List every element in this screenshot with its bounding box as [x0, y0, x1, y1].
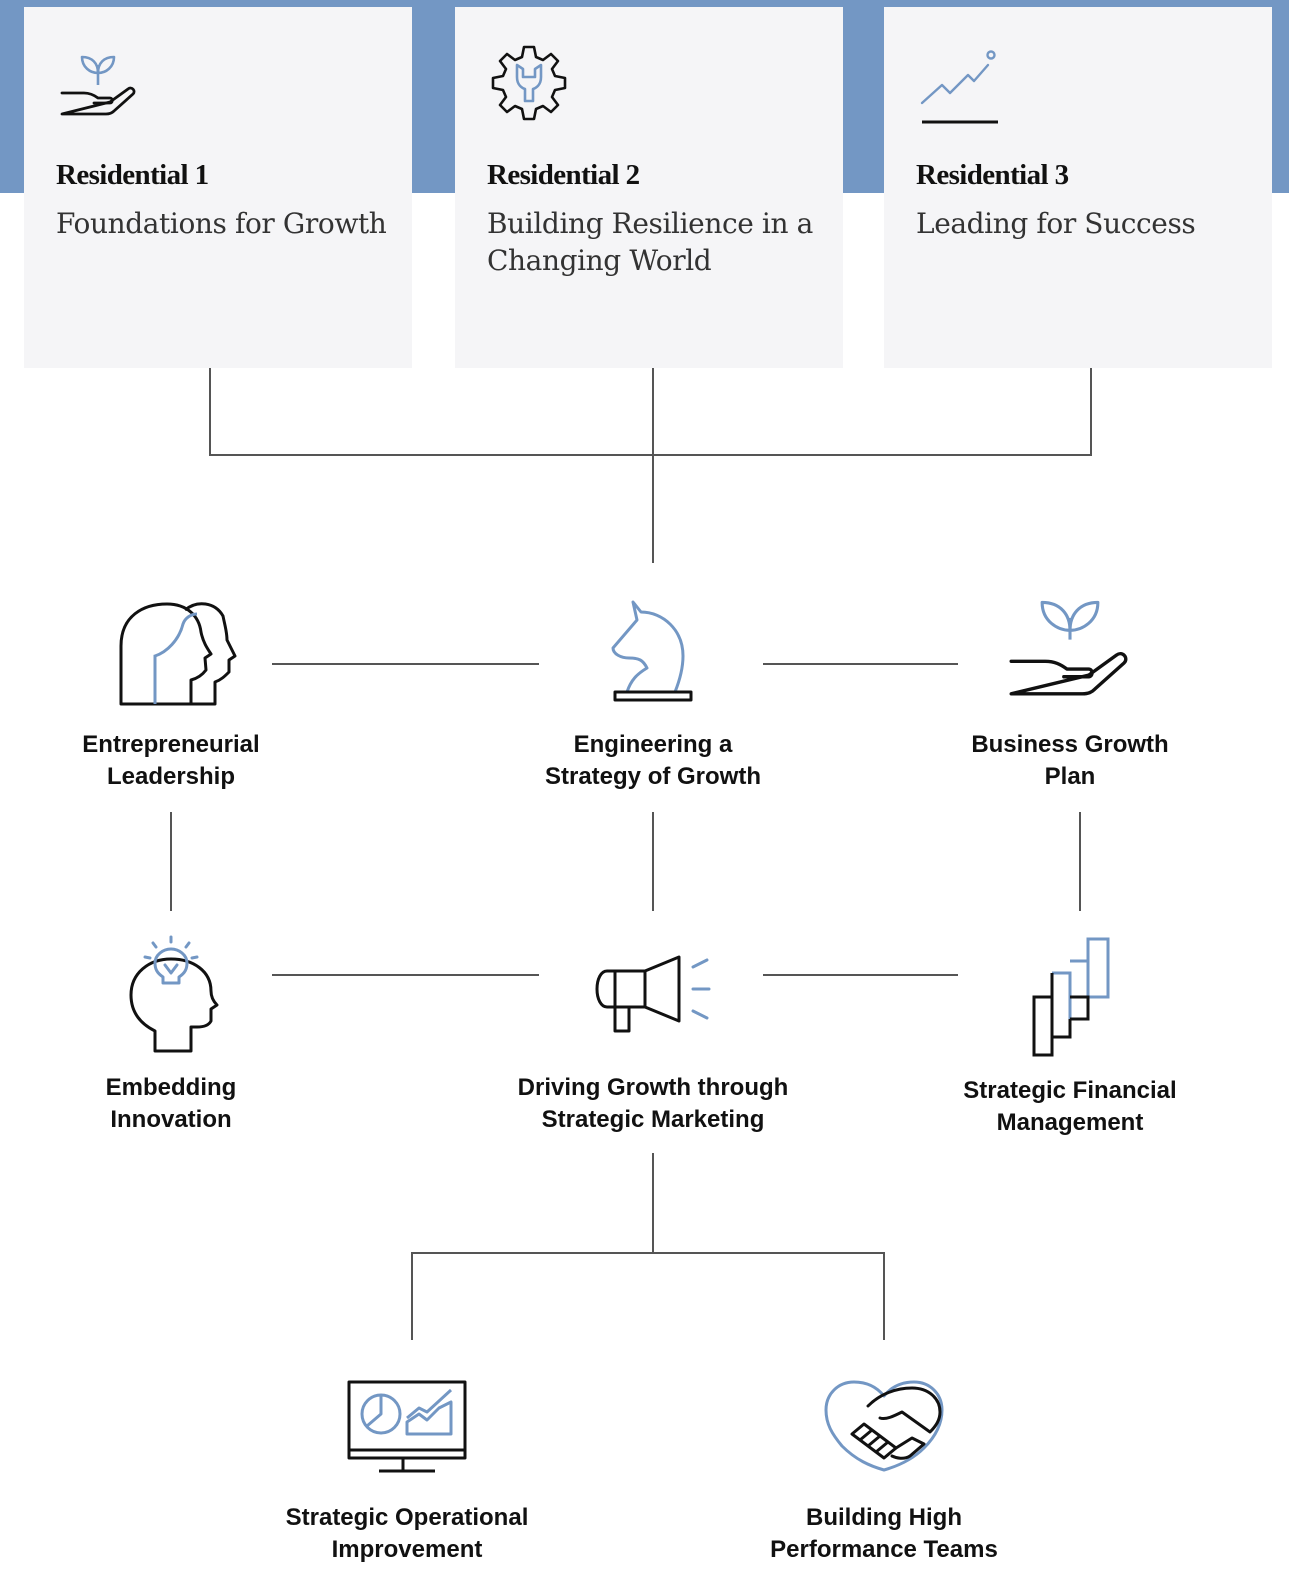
bottom-bracket	[411, 1252, 885, 1340]
residential-2-title: Residential 2	[487, 159, 640, 191]
module-high-performance-teams: Building High Performance Teams	[744, 1378, 1024, 1568]
hand-plant-icon	[1009, 600, 1128, 696]
module-embedding-innovation: Embedding Innovation	[51, 935, 291, 1135]
module-entrepreneurial-leadership: Entrepreneurial Leadership	[51, 596, 291, 796]
monitor-dashboard-icon	[347, 1380, 467, 1473]
chess-knight-icon	[611, 600, 693, 702]
residential-card-2: Residential 2 Building Resilience in a C…	[455, 7, 843, 368]
module-label: Entrepreneurial Leadership	[82, 731, 260, 790]
module-label: Strategic Operational Improvement	[285, 1504, 529, 1563]
module-label: Engineering a Strategy of Growth	[544, 731, 761, 790]
module-label: Embedding Innovation	[105, 1074, 237, 1133]
hand-plant-icon	[60, 55, 136, 116]
module-engineering-strategy: Engineering a Strategy of Growth	[523, 596, 783, 796]
growth-chart-icon	[920, 50, 998, 124]
residential-1-subtitle: Foundations for Growth	[56, 207, 387, 240]
gear-wrench-icon	[491, 45, 567, 121]
residential-3-subtitle: Leading for Success	[916, 207, 1196, 240]
residential-1-title: Residential 1	[56, 159, 209, 191]
bar-steps-icon	[1032, 937, 1110, 1057]
module-business-growth-plan: Business Growth Plan	[950, 596, 1190, 796]
residential-card-3: Residential 3 Leading for Success	[884, 7, 1272, 368]
residential-card-1: Residential 1 Foundations for Growth	[24, 7, 412, 368]
head-lightbulb-icon	[129, 935, 219, 1053]
module-label: Business Growth Plan	[971, 731, 1169, 790]
residential-3-title: Residential 3	[916, 159, 1069, 191]
megaphone-icon	[595, 955, 711, 1033]
residential-2-subtitle: Building Resilience in a Changing World	[487, 207, 813, 277]
heads-icon	[119, 602, 237, 706]
module-label: Building High Performance Teams	[770, 1504, 998, 1563]
top-bracket	[209, 368, 1092, 456]
module-label: Strategic Financial Management	[963, 1077, 1177, 1136]
module-label: Driving Growth through Strategic Marketi…	[517, 1074, 789, 1133]
module-strategic-marketing: Driving Growth through Strategic Marketi…	[503, 935, 803, 1135]
handshake-heart-icon	[824, 1380, 944, 1472]
module-financial-management: Strategic Financial Management	[940, 935, 1200, 1136]
module-operational-improvement: Strategic Operational Improvement	[262, 1378, 552, 1568]
